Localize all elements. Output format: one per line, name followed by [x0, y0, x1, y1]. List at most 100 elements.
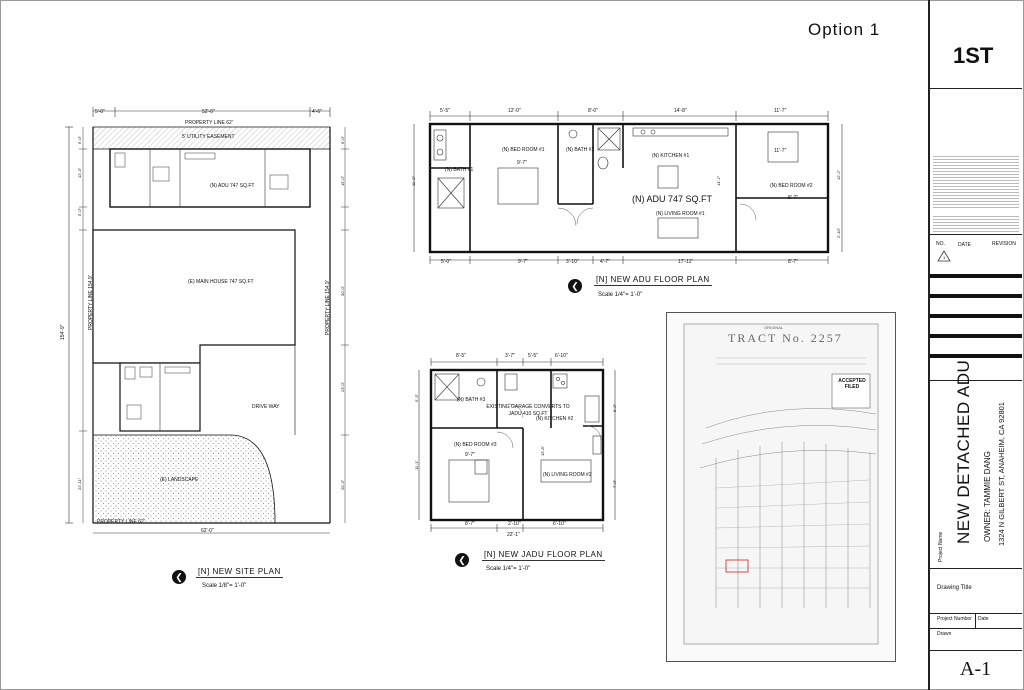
- adu-dim-right-a: 12'-2": [836, 169, 841, 180]
- jadu-dim-left-a: 5'-3": [414, 394, 419, 402]
- site-dim-overall: 154'-9": [60, 324, 66, 340]
- adu-dim-bottom-0: 5'-0": [441, 259, 451, 265]
- jadu-dim-bottom-1: 2'-10": [508, 521, 521, 527]
- north-arrow-icon: ❮: [568, 279, 582, 293]
- adu-dim-top-0: 5'-5": [440, 108, 450, 114]
- site-dim-side-4: 15'-0": [340, 175, 345, 186]
- adu-bed1-dim: 9'-7": [517, 160, 527, 166]
- north-arrow-icon: ❮: [455, 553, 469, 567]
- adu-main-area-label: (N) ADU 747 SQ.FT: [632, 194, 713, 204]
- adu-kitchen-label: (N) KITCHEN #1: [652, 153, 690, 159]
- adu-living-label: (N) LIVING ROOM #1: [656, 211, 705, 217]
- adu-dim-bottom-5: 8'-7": [788, 259, 798, 265]
- jadu-bath3-label: (N) BATH #3: [457, 397, 486, 403]
- jadu-floor-plan-drawing: [418, 358, 616, 532]
- option-label: Option 1: [808, 20, 881, 39]
- site-dim-side-6: 30'-0": [340, 285, 345, 296]
- adu-plan-title: [N] NEW ADU FLOOR PLAN: [594, 275, 712, 286]
- adu-dim-top-4: 11'-7": [774, 108, 787, 114]
- jadu-dim-top-2: 5'-5": [528, 353, 538, 359]
- jadu-plan-title: [N] NEW JADU FLOOR PLAN: [482, 550, 605, 561]
- revision-header-no: NO.: [936, 241, 945, 247]
- site-property-line-bottom: PROPERTY LINE 62': [97, 519, 145, 525]
- site-driveway-label: DRIVE WAY: [252, 404, 280, 410]
- jadu-dim-mid: 15'-8": [540, 445, 545, 456]
- adu-dim-bottom-2: 3'-10": [566, 259, 579, 265]
- site-property-line-top: PROPERTY LINE 62': [185, 120, 233, 126]
- divider: [930, 234, 1022, 235]
- jadu-dim-overall: 22'-1": [507, 532, 520, 538]
- site-easement-label: 5' UTILITY EASEMENT: [182, 134, 235, 140]
- site-dim-side-5: 6'-0": [340, 136, 345, 144]
- adu-dim-top-2: 8'-0": [588, 108, 598, 114]
- adu-dim-left: 11'-0": [411, 176, 416, 186]
- north-arrow-icon: ❮: [172, 570, 186, 584]
- jadu-kitchen2-label: (N) KITCHEN #2: [536, 416, 574, 422]
- adu-dim-right-b: 2'-10": [836, 227, 841, 238]
- project-address: 1324 N GILBERT ST, ANAHEIM, CA 92801: [997, 402, 1006, 546]
- site-plan-title: [N] NEW SITE PLAN: [196, 567, 283, 578]
- drawing-title-label: Drawing Title: [937, 585, 972, 591]
- jadu-living2-label: (N) LIVING ROOM #2: [543, 472, 592, 478]
- site-dim-bottom: 62'-0": [201, 528, 214, 534]
- site-dim-side-2: 12'-4": [77, 167, 82, 178]
- divider: [930, 613, 1022, 614]
- jadu-dim-top-1: 3'-7": [505, 353, 515, 359]
- adu-dim-top-3: 14'-8": [674, 108, 687, 114]
- jadu-bed3-label: (N) BED ROOM #3: [454, 442, 497, 448]
- site-plan-scale: Scale 1/8"= 1'-0": [202, 583, 247, 589]
- revision-delta-icon: [937, 250, 951, 262]
- adu-bath2-label: (N) BATH #2: [566, 147, 595, 153]
- jadu-bed3-dim: 9'-7": [465, 452, 475, 458]
- jadu-dim-top-0: 8'-5": [456, 353, 466, 359]
- jadu-dim-right-a: 8'-2": [612, 404, 617, 412]
- jadu-dim-left-b: 11'-1": [414, 460, 419, 470]
- project-name-label: Project Name: [938, 531, 944, 562]
- site-adu-label: (N) ADU 747 SQ.FT: [210, 183, 255, 189]
- sheet-number: A-1: [960, 658, 992, 680]
- jadu-dim-bottom-2: 6'-10": [553, 521, 566, 527]
- site-landscape-label: (E) LANDSCAPE: [160, 477, 199, 483]
- general-notes-block: [933, 154, 1019, 234]
- adu-dim-top-1: 12'-0": [508, 108, 521, 114]
- revision-rows: [930, 268, 1022, 528]
- adu-bed1-label: (N) BED ROOM #1: [502, 147, 545, 153]
- tract-stamp: ACCEPTED FILED: [838, 378, 866, 390]
- adu-dim-bottom-3: 4'-7": [600, 259, 610, 265]
- adu-dim-bottom-1: 9'-7": [518, 259, 528, 265]
- site-dim-left: 5'-0": [95, 109, 105, 115]
- divider: [930, 568, 1022, 569]
- site-main-house-label: (E) MAIN HOUSE 747 SQ.FT: [188, 279, 254, 285]
- date-label: Date: [978, 616, 989, 622]
- adu-bed2-label: (N) BED ROOM #2: [770, 183, 813, 189]
- divider: [930, 88, 1022, 89]
- tract-label-top: ORIGINAL: [764, 325, 784, 330]
- project-number-label: Project Number: [937, 616, 972, 622]
- adu-bath1-label: (N) BATH #1: [445, 167, 474, 173]
- site-dim-side-1: 6'-0": [77, 136, 82, 144]
- revision-header-date: DATE: [958, 242, 971, 248]
- site-dim-top: 52'-0": [202, 109, 215, 115]
- adu-floor-plan-drawing: [413, 111, 843, 264]
- site-dim-side-8: 22'-11": [77, 477, 82, 490]
- adu-dim-mid: 14'-2": [716, 175, 721, 186]
- adu-bed2-dim-b: 11'-7": [774, 148, 787, 154]
- site-dim-side-3: 5'-0": [77, 208, 82, 216]
- divider: [930, 650, 1022, 651]
- site-property-line-right: PROPERTY LINE 154.9': [325, 280, 331, 335]
- project-name: NEW DETACHED ADU: [954, 359, 973, 544]
- jadu-dim-bottom-0: 8'-7": [465, 521, 475, 527]
- jadu-dim-right-b: 7'-0": [612, 480, 617, 488]
- site-dim-right: 4'-6": [312, 109, 322, 115]
- adu-plan-scale: Scale 1/4"= 1'-0": [598, 292, 643, 298]
- drawn-label: Drawn: [937, 631, 952, 637]
- title-block: [928, 0, 1024, 690]
- jadu-garage-note: EXISTING GARAGE CONVERTS TO JADU 410 SQ.…: [486, 404, 570, 417]
- site-plan-drawing: [65, 107, 349, 534]
- tract-map-drawing: [683, 323, 879, 645]
- revision-header-revision: REVISION: [992, 241, 1016, 247]
- divider: [930, 628, 1022, 629]
- divider: [930, 380, 1022, 381]
- sheet-code: 1ST: [953, 43, 994, 68]
- tract-heading: TRACT No. 2257: [728, 331, 843, 345]
